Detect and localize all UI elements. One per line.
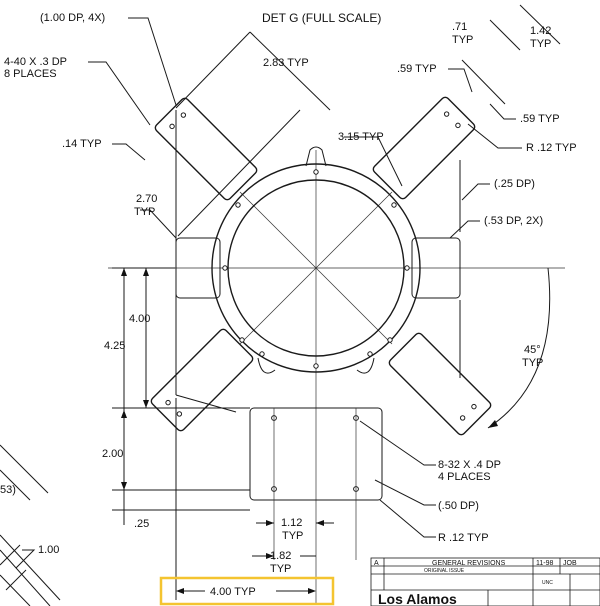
label-dp-100-4x: (1.00 DP, 4X) (40, 12, 105, 24)
revision-date: 11-98 (536, 560, 553, 567)
label-dim-142-typ: TYP (530, 38, 551, 50)
label-dim-315: 3.15 TYP (338, 131, 384, 143)
label-dim-182: 1.82 (270, 550, 291, 562)
label-dim-182-typ: TYP (270, 563, 291, 575)
label-dim-59-left: .59 TYP (397, 63, 437, 75)
label-tap-440-line1: 4-40 X .3 DP (4, 56, 67, 68)
label-dp-53-2x: (.53 DP, 2X) (484, 215, 543, 227)
arm-bottom-left (150, 328, 254, 432)
label-dim-270: 2.70 (136, 193, 157, 205)
revision-initials: JOB (563, 560, 577, 567)
label-dim-142: 1.42 (530, 25, 551, 37)
label-dim-14: .14 TYP (62, 138, 102, 150)
side-tab-left (175, 237, 221, 299)
labels: DET G (FULL SCALE) (1.00 DP, 4X) 4-40 X … (0, 11, 577, 598)
bottom-plate (249, 407, 383, 560)
label-dp-50: (.50 DP) (438, 500, 479, 512)
arm-top-left (154, 97, 258, 201)
label-dim-100-partial: 1.00 (38, 544, 59, 556)
label-dim-400-left: 4.00 (129, 313, 150, 325)
label-dim-425: 4.25 (104, 340, 125, 352)
label-dim-112: 1.12 (281, 517, 302, 529)
central-ring (211, 146, 421, 374)
label-dim-71-typ: TYP (452, 34, 473, 46)
arm-top-right (372, 96, 476, 200)
side-tab-right (411, 237, 461, 299)
partial-detail-left (0, 444, 61, 606)
center-lines (108, 150, 565, 603)
label-dim-71: .71 (452, 21, 467, 33)
label-dp-25: (.25 DP) (494, 178, 535, 190)
title-block: A GENERAL REVISIONS 11-98 JOB ORIGINAL I… (370, 557, 600, 606)
label-r12-bottom: R .12 TYP (438, 532, 489, 544)
revision-row-text: ORIGINAL ISSUE (424, 568, 465, 574)
revision-header: GENERAL REVISIONS (432, 560, 506, 567)
label-dim-400-typ: 4.00 TYP (210, 586, 256, 598)
dimension-lines (112, 4, 561, 600)
label-dim-25: .25 (134, 518, 149, 530)
revision-letter: A (374, 560, 379, 567)
label-dim-270-typ: TYP (134, 206, 155, 218)
label-tap-440-line2: 8 PLACES (4, 68, 57, 80)
label-dim-59-right: .59 TYP (520, 113, 560, 125)
label-dim-283: 2.83 TYP (263, 57, 309, 69)
company-logo: Los Alamos (378, 591, 457, 606)
label-tap-832-line2: 4 PLACES (438, 471, 491, 483)
detail-title: DET G (FULL SCALE) (262, 11, 381, 25)
label-tap-832-line1: 8-32 X .4 DP (438, 459, 501, 471)
label-dim-200: 2.00 (102, 448, 123, 460)
label-r12-top: R .12 TYP (526, 142, 577, 154)
arm-bottom-right (388, 332, 492, 436)
leaders (15, 17, 522, 569)
label-dim-112-typ: TYP (282, 530, 303, 542)
label-dim-53-partial: 53) (0, 484, 16, 496)
highlight-box (159, 576, 335, 606)
label-angle-45: 45° (524, 344, 541, 356)
label-angle-45-typ: TYP (522, 357, 543, 369)
title-block-unc: UNC (542, 580, 553, 586)
